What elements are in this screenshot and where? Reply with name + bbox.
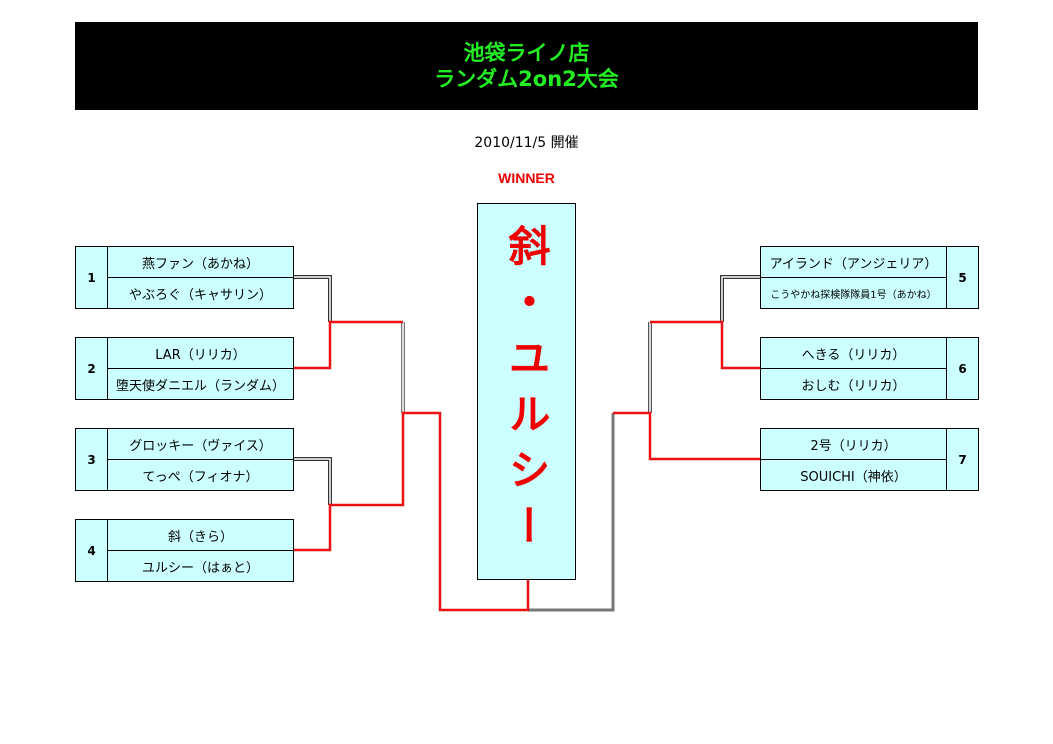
seed-number: 5 (946, 247, 978, 308)
loss-line (528, 413, 615, 612)
win-line (650, 320, 760, 370)
seed-number: 2 (76, 338, 108, 399)
team-5: 5 アイランド（アンジェリア） こうやかね探検隊隊員1号（あかね） (760, 246, 979, 309)
player: 斜（きら） (108, 520, 293, 551)
event-date: 2010/11/5 開催 (474, 135, 579, 151)
player: 2号（リリカ） (761, 429, 946, 460)
player: 燕ファン（あかね） (108, 247, 293, 278)
team-7: 7 2号（リリカ） SOUICHI（神依） (760, 428, 979, 491)
seed-number: 4 (76, 520, 108, 581)
team-2: 2 LAR（リリカ） 堕天使ダニエル（ランダム） (75, 337, 294, 400)
title-line-1: 池袋ライノ店 (463, 41, 590, 65)
tournament-title: 池袋ライノ店 ランダム2on2大会 (75, 22, 978, 110)
loss-line (293, 275, 332, 322)
team-3: 3 グロッキー（ヴァイス） てっぺ（フィオナ） (75, 428, 294, 491)
player: やぶろぐ（キャサリン） (128, 287, 272, 303)
seed-number: 6 (946, 338, 978, 399)
player: SOUICHI（神依） (800, 469, 907, 485)
title-line-2: ランダム2on2大会 (434, 67, 619, 91)
loss-line (293, 457, 332, 505)
team-4: 4 斜（きら） ユルシー（はぁと） (75, 519, 294, 582)
player: グロッキー（ヴァイス） (108, 429, 293, 460)
winner-name: 斜・ユルシー (502, 223, 551, 560)
player: こうやかね探検隊隊員1号（あかね） (770, 289, 937, 301)
seed-number: 7 (946, 429, 978, 490)
team-6: 6 へきる（リリカ） おしむ（リリカ） (760, 337, 979, 400)
winner-label: WINNER (498, 170, 555, 186)
player: LAR（リリカ） (108, 338, 293, 369)
player: アイランド（アンジェリア） (761, 247, 946, 278)
player: ユルシー（はぁと） (141, 560, 259, 576)
player: おしむ（リリカ） (801, 378, 906, 394)
win-line (293, 320, 403, 370)
win-line (613, 411, 760, 461)
winner-box: 斜・ユルシー (477, 203, 576, 580)
seed-number: 3 (76, 429, 108, 490)
player: てっぺ（フィオナ） (142, 469, 259, 485)
team-1: 1 燕ファン（あかね） やぶろぐ（キャサリン） (75, 246, 294, 309)
player: へきる（リリカ） (761, 338, 946, 369)
win-line (293, 411, 530, 612)
loss-line (720, 275, 760, 322)
seed-number: 1 (76, 247, 108, 308)
player: 堕天使ダニエル（ランダム） (115, 378, 285, 394)
